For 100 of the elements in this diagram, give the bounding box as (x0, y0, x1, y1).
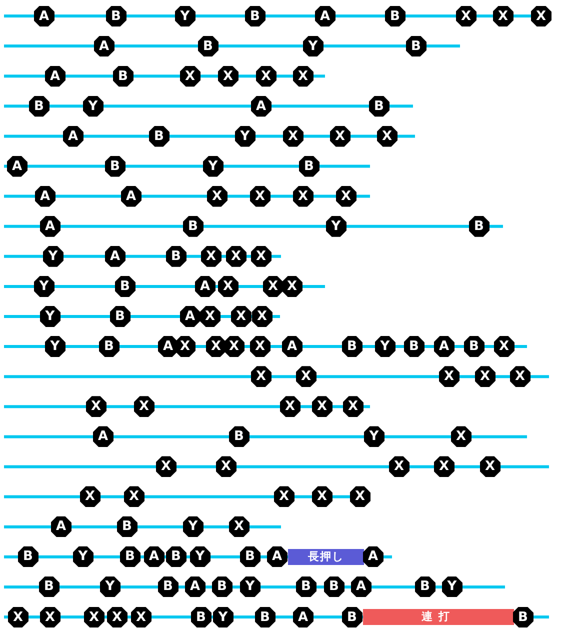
button-symbol: B (116, 516, 138, 538)
button-symbol: B (468, 216, 490, 237)
button-symbol: X (174, 336, 196, 358)
button-symbol: A (184, 576, 206, 598)
button-symbol: B (110, 306, 130, 327)
button-symbol: X (250, 246, 272, 267)
button-symbol: X (474, 366, 496, 388)
button-symbol: A (350, 576, 372, 598)
button-symbol: A (314, 6, 336, 26)
button-symbol: X (296, 366, 316, 388)
button-symbol: A (92, 426, 114, 448)
button-symbol: A (44, 66, 66, 87)
button-symbol: X (480, 456, 500, 478)
button-symbol: X (224, 336, 244, 358)
button-symbol: A (144, 546, 164, 568)
button-symbol: Y (42, 246, 64, 267)
button-symbol: B (368, 96, 390, 117)
button-symbol: A (120, 186, 142, 207)
button-symbol: B (228, 426, 250, 448)
button-symbol: X (510, 366, 530, 388)
button-symbol: X (312, 396, 332, 418)
button-symbol: B (106, 6, 126, 26)
button-symbol: X (206, 336, 226, 358)
button-symbol: B (342, 336, 362, 358)
button-symbol: X (250, 336, 270, 358)
button-symbol: X (280, 396, 300, 418)
button-symbol: Y (374, 336, 396, 358)
button-symbol: B (158, 576, 178, 598)
button-symbol: B (104, 156, 126, 177)
button-symbol: A (50, 516, 72, 538)
button-symbol: X (450, 426, 472, 448)
button-symbol: A (104, 246, 126, 267)
button-symbol: X (252, 306, 272, 327)
button-symbol: A (194, 276, 216, 297)
button-symbol: X (130, 606, 152, 628)
button-symbol: B (18, 546, 38, 568)
button-symbol: X (438, 366, 460, 388)
button-symbol: A (180, 306, 200, 327)
button-symbol: B (28, 96, 50, 117)
button-symbol: X (218, 66, 238, 87)
button-symbol: Y (82, 96, 104, 117)
button-symbol: B (212, 576, 232, 598)
button-symbol: X (282, 126, 304, 147)
button-symbol: B (244, 6, 266, 26)
button-symbol: B (120, 546, 140, 568)
button-symbol: X (200, 246, 222, 267)
button-symbol: X (124, 486, 144, 508)
button-symbol: X (494, 336, 514, 358)
button-symbol: X (292, 186, 314, 207)
button-symbol: X (156, 456, 176, 478)
button-symbol: B (114, 276, 136, 297)
button-symbol: X (230, 306, 252, 327)
button-symbol: Y (240, 576, 260, 598)
button-symbol: Y (442, 576, 462, 598)
button-symbol: B (254, 606, 276, 628)
button-symbol: X (376, 126, 398, 147)
button-symbol: B (464, 336, 484, 358)
button-symbol: X (226, 246, 246, 267)
button-symbol: B (112, 66, 134, 87)
button-symbol: B (240, 546, 260, 568)
button-symbol: X (106, 606, 128, 628)
button-symbol: X (216, 456, 236, 478)
hold-bar: 連打 (363, 609, 514, 625)
button-symbol: Y (44, 336, 66, 358)
button-symbol: Y (34, 276, 54, 297)
button-symbol: X (456, 6, 476, 26)
button-symbol: A (362, 546, 384, 568)
button-symbol: A (292, 606, 314, 628)
button-symbol: A (6, 156, 28, 177)
button-symbol: B (98, 336, 120, 358)
button-symbol: A (40, 216, 60, 237)
button-symbol: B (414, 576, 436, 598)
button-symbol: X (228, 516, 250, 538)
button-symbol: X (256, 66, 276, 87)
button-symbol: Y (202, 156, 224, 177)
button-symbol: B (148, 126, 170, 147)
button-symbol: X (80, 486, 100, 508)
button-symbol: Y (100, 576, 120, 598)
button-symbol: X (292, 66, 314, 87)
button-symbol: B (406, 36, 426, 57)
button-symbol: A (282, 336, 302, 358)
button-symbol: Y (364, 426, 384, 448)
button-symbol: X (86, 396, 106, 418)
button-symbol: X (134, 396, 154, 418)
button-symbol: A (158, 336, 178, 358)
button-symbol: X (312, 486, 332, 508)
button-symbol: Y (40, 306, 60, 327)
button-symbol: Y (326, 216, 346, 237)
button-symbol: B (166, 246, 186, 267)
button-symbol: X (330, 126, 350, 147)
button-symbol: X (84, 606, 104, 628)
button-symbol: B (182, 216, 204, 237)
button-symbol: Y (72, 546, 94, 568)
button-symbol: X (180, 66, 200, 87)
button-symbol: A (34, 6, 54, 26)
button-symbol: B (384, 6, 406, 26)
button-symbol: X (492, 6, 514, 26)
button-symbol: A (250, 96, 272, 117)
button-symbol: X (250, 366, 272, 388)
button-symbol: X (218, 276, 238, 297)
